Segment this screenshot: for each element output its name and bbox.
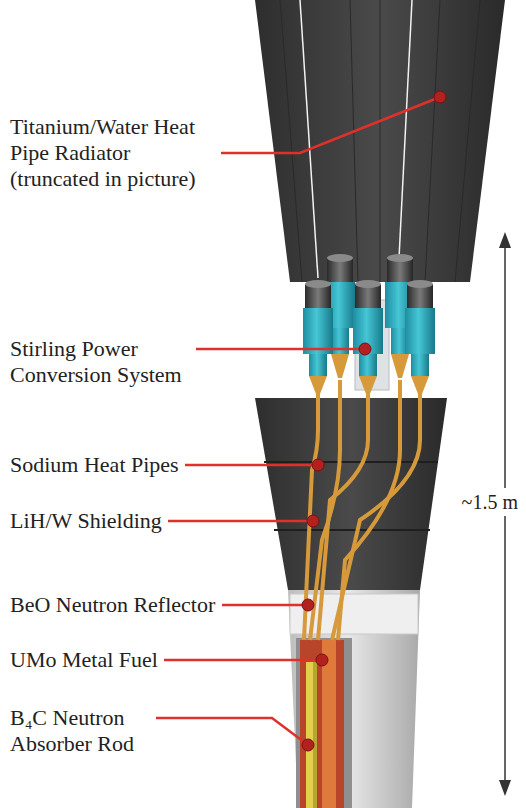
part-label: BeO Neutron Reflector (10, 592, 215, 618)
radiator-stripes (280, 0, 480, 282)
leader-dots (302, 91, 446, 751)
part-label: Titanium/Water Heat Pipe Radiator (trunc… (10, 114, 215, 192)
reflector-body (288, 590, 420, 808)
leader-line (156, 718, 308, 745)
reflector-ring (290, 594, 418, 634)
leader-line (185, 464, 318, 467)
core-cutaway (296, 638, 352, 808)
radiator-panel (255, 0, 505, 282)
stirling-units (303, 254, 435, 394)
part-label: UMo Metal Fuel (10, 647, 158, 673)
fuel (300, 640, 344, 808)
absorber-rod (306, 662, 317, 808)
leader-line (221, 97, 440, 153)
part-label: Sodium Heat Pipes (10, 452, 179, 478)
absorber-rod-shade (313, 662, 317, 808)
leader-line (168, 520, 313, 523)
part-label: B₄C Neutron Absorber Rod (10, 705, 150, 757)
dimension-label: ~1.5 m (460, 488, 520, 516)
leader-line (222, 604, 308, 607)
radiator-seams (300, 0, 412, 278)
leader-line (196, 348, 365, 351)
part-label: Stirling Power Conversion System (10, 336, 190, 388)
part-label: LiH/W Shielding (10, 508, 162, 534)
leader-line (164, 659, 322, 662)
sodium-pipes (304, 380, 420, 640)
